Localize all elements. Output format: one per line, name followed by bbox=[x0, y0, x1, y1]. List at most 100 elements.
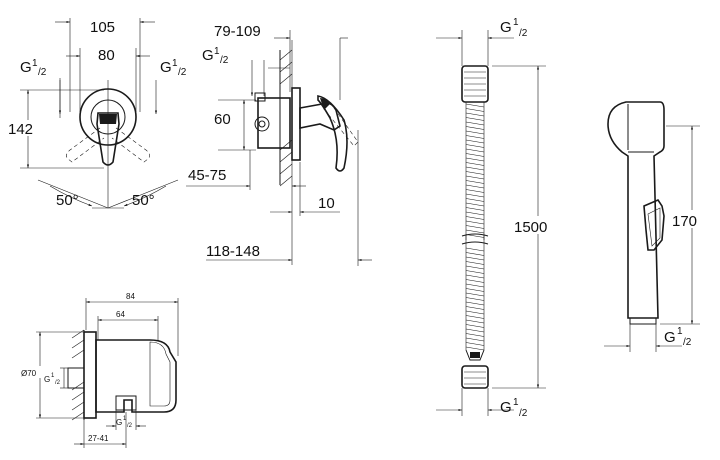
dim-80: 80 bbox=[98, 47, 115, 64]
handshower-length: 170 bbox=[672, 213, 697, 230]
hose-winding bbox=[465, 175, 485, 180]
hose-winding bbox=[465, 274, 485, 279]
hose-winding bbox=[465, 202, 485, 207]
svg-text:1: 1 bbox=[123, 416, 127, 422]
dim-105: 105 bbox=[90, 19, 115, 36]
hose-winding bbox=[465, 310, 485, 315]
hose-winding bbox=[465, 207, 485, 211]
hose-winding bbox=[465, 108, 485, 112]
hose-thread-bottom: G bbox=[500, 399, 512, 416]
hose-winding bbox=[465, 139, 485, 144]
hose-winding bbox=[465, 315, 485, 319]
svg-text:1: 1 bbox=[677, 326, 683, 337]
side-lever bbox=[317, 95, 348, 172]
hose-winding bbox=[465, 180, 485, 184]
angle-right: 50° bbox=[132, 192, 155, 209]
svg-text:1: 1 bbox=[32, 58, 38, 69]
svg-text:/2: /2 bbox=[519, 28, 528, 39]
hose-length: 1500 bbox=[514, 219, 547, 236]
hose-winding bbox=[465, 288, 485, 292]
hose-winding bbox=[465, 270, 485, 274]
hose-winding bbox=[465, 121, 485, 126]
hose-winding bbox=[465, 234, 485, 238]
hose-bottom-nut bbox=[461, 365, 489, 389]
hose-thread-top: G bbox=[500, 19, 512, 36]
angle-left: 50° bbox=[56, 192, 79, 209]
hose-winding bbox=[465, 261, 485, 265]
elbow-depth: 27-41 bbox=[88, 434, 109, 443]
hose-winding bbox=[465, 337, 485, 342]
handshower-trigger bbox=[643, 199, 665, 251]
elbow-body bbox=[95, 339, 177, 413]
hose-winding bbox=[465, 148, 485, 153]
svg-text:/2: /2 bbox=[683, 337, 692, 348]
hose-drawing: G 1 /2 1500 G 1 /2 bbox=[436, 17, 558, 419]
hose-top-nut bbox=[461, 65, 489, 103]
thread-left-label: G bbox=[20, 59, 32, 76]
hose-winding bbox=[465, 306, 485, 310]
dim-118-148: 118-148 bbox=[206, 243, 260, 260]
thread-right-label: G bbox=[160, 59, 172, 76]
svg-text:1: 1 bbox=[513, 17, 519, 28]
elbow-diameter: Ø70 bbox=[21, 369, 37, 378]
elbow-rosette bbox=[83, 331, 97, 419]
svg-text:/2: /2 bbox=[178, 67, 187, 78]
hose-winding bbox=[465, 189, 485, 193]
wall-elbow-drawing: 84 64 Ø70 G 1 /2 G 1 /2 27-41 bbox=[20, 292, 179, 448]
hose-winding bbox=[465, 126, 485, 130]
hose-winding bbox=[465, 342, 485, 346]
hose-winding bbox=[465, 252, 485, 256]
handshower-body bbox=[607, 101, 665, 319]
svg-text:/2: /2 bbox=[55, 380, 61, 386]
hose-winding bbox=[465, 162, 485, 166]
hose-winding bbox=[465, 130, 485, 135]
svg-text:/2: /2 bbox=[127, 423, 133, 429]
hose-winding bbox=[465, 198, 485, 202]
mixer-side-view: 79-109 G 1 /2 60 45-75 10 118-148 bbox=[186, 23, 372, 266]
svg-text:/2: /2 bbox=[220, 55, 229, 66]
hose-winding bbox=[465, 319, 485, 324]
hose-winding bbox=[465, 346, 485, 351]
mixer-front-view: 105 80 G 1 /2 G 1 /2 142 50° 50° bbox=[6, 18, 187, 209]
side-cover-plate bbox=[291, 87, 301, 161]
elbow-thread-bottom: G bbox=[116, 418, 122, 427]
hose-winding bbox=[465, 229, 485, 234]
svg-text:/2: /2 bbox=[38, 67, 47, 78]
dim-142: 142 bbox=[8, 121, 33, 138]
hose-winding bbox=[465, 216, 485, 220]
dim-60: 60 bbox=[214, 111, 231, 128]
mixer-body bbox=[257, 97, 291, 149]
hose-winding bbox=[465, 211, 485, 216]
hose-winding bbox=[465, 184, 485, 189]
hose-winding bbox=[465, 220, 485, 225]
hose-winding bbox=[465, 103, 485, 108]
hose-winding bbox=[465, 193, 485, 198]
svg-text:1: 1 bbox=[172, 58, 178, 69]
elbow-thread-left: G bbox=[44, 375, 50, 384]
hose-winding bbox=[465, 328, 485, 333]
hose-winding bbox=[465, 279, 485, 283]
hose-winding bbox=[465, 324, 485, 328]
hose-winding bbox=[465, 166, 485, 171]
hose-winding bbox=[465, 157, 485, 162]
svg-text:/2: /2 bbox=[519, 408, 528, 419]
hose-winding bbox=[465, 297, 485, 301]
hose-winding bbox=[465, 112, 485, 117]
hose-winding bbox=[465, 265, 485, 270]
svg-text:1: 1 bbox=[513, 397, 519, 408]
hose-winding bbox=[465, 247, 485, 252]
hose-winding bbox=[465, 292, 485, 297]
hose-winding bbox=[465, 117, 485, 121]
hose-winding bbox=[465, 283, 485, 288]
dim-10: 10 bbox=[318, 195, 335, 212]
handshower-thread: G bbox=[664, 329, 676, 346]
elbow-width-84: 84 bbox=[126, 292, 135, 301]
hose-winding bbox=[465, 144, 485, 148]
elbow-width-64: 64 bbox=[116, 310, 125, 319]
hose-winding bbox=[465, 153, 485, 157]
lever bbox=[96, 112, 120, 166]
side-thread-label: G bbox=[202, 47, 214, 64]
hose-winding bbox=[465, 333, 485, 337]
